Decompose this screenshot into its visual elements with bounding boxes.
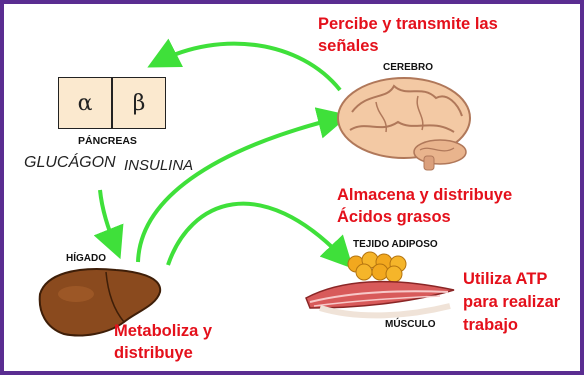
adipose-caption-line2: Ácidos grasos — [337, 208, 451, 226]
liver-illustration — [38, 268, 162, 337]
adipose-caption-line1: Almacena y distribuye — [337, 186, 513, 204]
alpha-cell-box: α — [58, 77, 112, 129]
adipose-label: TEJIDO ADIPOSO — [353, 239, 438, 250]
arrow-liver-to-brain — [136, 107, 350, 263]
muscle-caption-line2: para realizar — [463, 293, 561, 311]
brain-illustration — [337, 77, 471, 171]
fat-cells — [347, 251, 407, 283]
arrow-pancreas-to-liver — [93, 189, 124, 260]
arrow-liver-to-adipose — [166, 201, 354, 269]
arrow-brain-to-pancreas — [147, 38, 342, 92]
muscle-shape — [305, 280, 455, 319]
liver-caption-line2: distribuye — [114, 344, 193, 362]
beta-cell-box: β — [112, 77, 166, 129]
muscle-caption-line1: Utiliza ATP — [463, 270, 548, 288]
muscle-label: MÚSCULO — [385, 319, 436, 330]
glucagon-label: GLUCÁGON — [24, 154, 116, 171]
muscle-adipose-illustration — [305, 251, 455, 319]
pancreas-label: PÁNCREAS — [78, 135, 137, 147]
brain-caption-line2: señales — [318, 37, 379, 55]
muscle-caption-line3: trabajo — [463, 316, 519, 334]
beta-symbol: β — [132, 90, 146, 116]
brain-label: CEREBRO — [383, 62, 434, 73]
insulina-label: INSULINA — [124, 157, 194, 174]
liver-label: HÍGADO — [66, 253, 106, 264]
brain-caption-line1: Percibe y transmite las — [318, 15, 498, 33]
liver-caption-line1: Metaboliza y — [114, 322, 213, 340]
alpha-symbol: α — [77, 90, 93, 116]
